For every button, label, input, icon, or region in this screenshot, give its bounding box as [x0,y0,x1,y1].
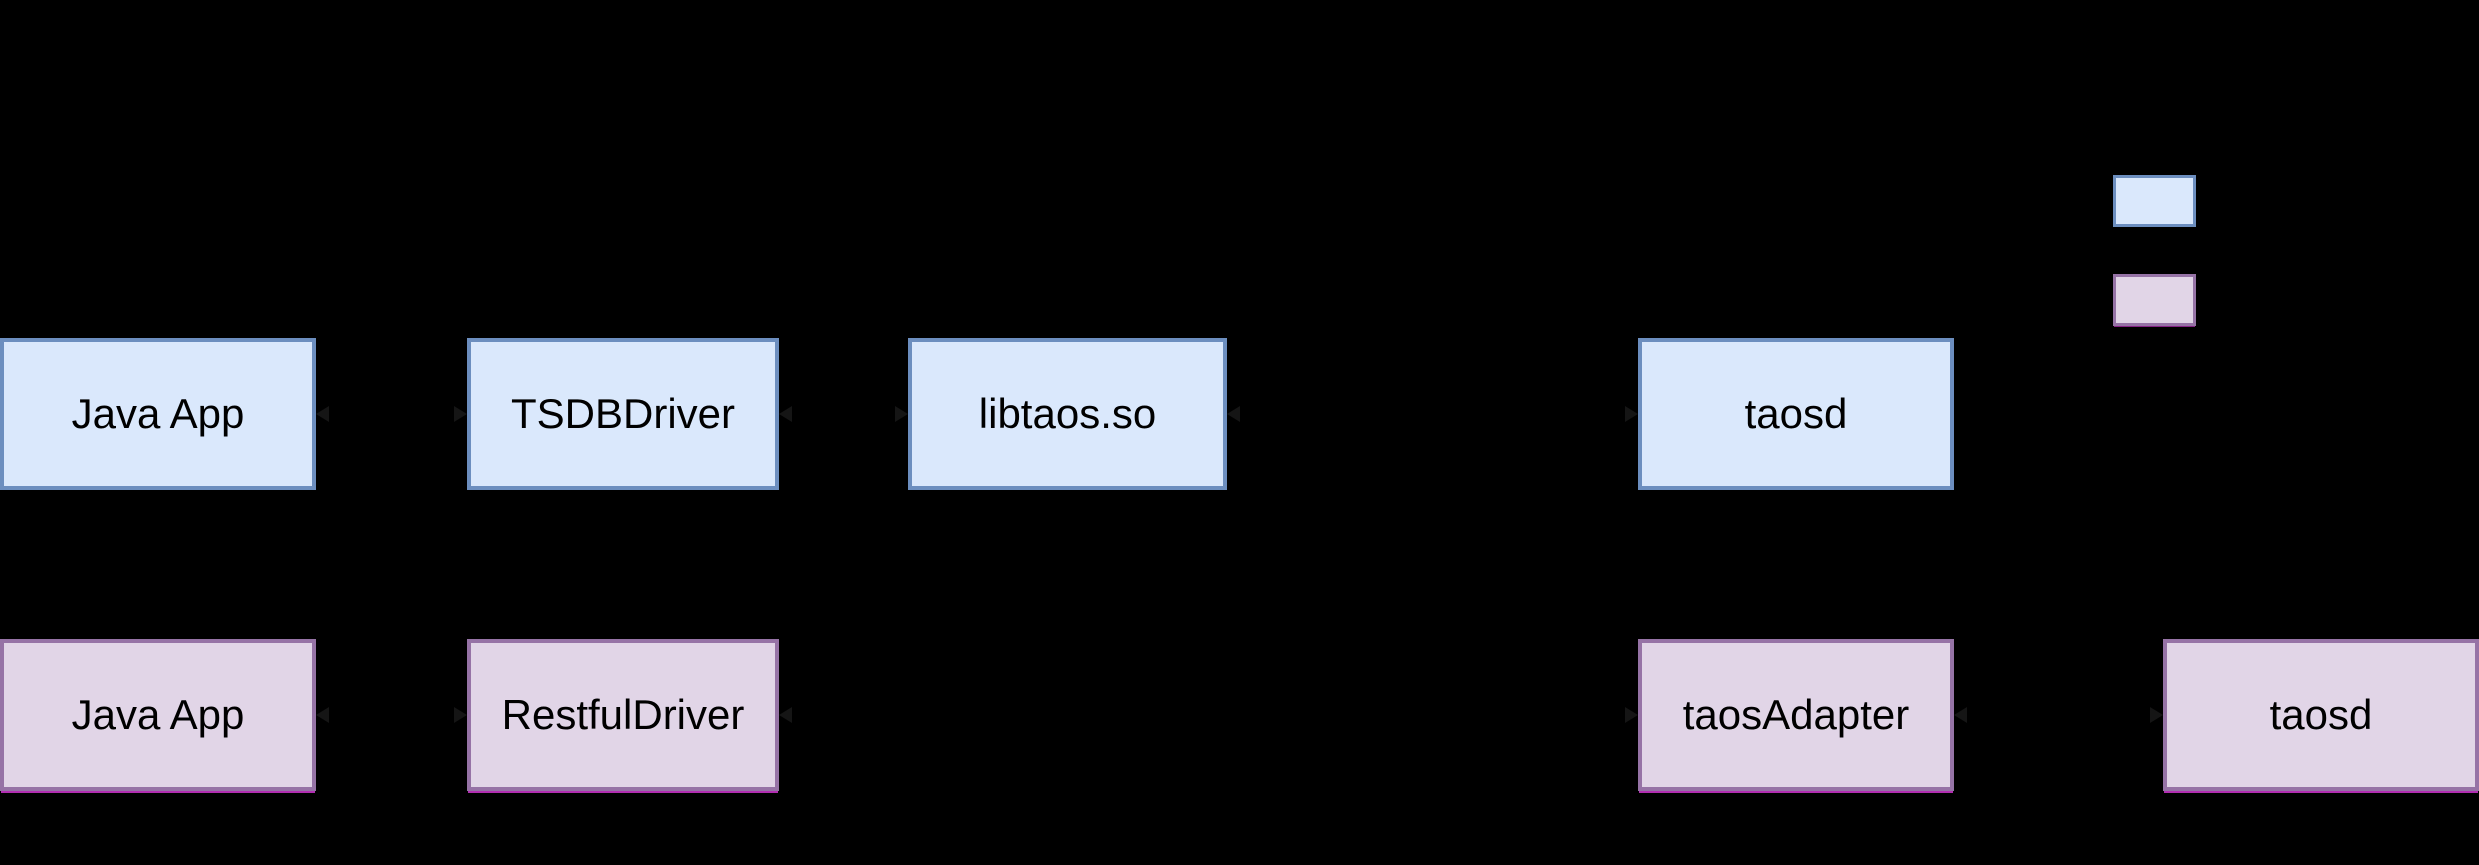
node-label-libtaos-so: libtaos.so [978,389,1157,437]
arrow-head-left-icon [779,707,792,723]
node-label-taosd-jni: taosd [1744,389,1848,437]
arrow-head-right-icon [895,406,908,422]
node-java-app-rest: Java App [0,639,316,791]
connector-libtaos-so-to-taosd-jni [1227,406,1638,422]
legend-swatch-purple [2113,274,2196,326]
node-label-java-app-rest: Java App [71,690,245,738]
arrow-head-right-icon [1625,707,1638,723]
node-label-taosd-rest: taosd [2269,690,2373,738]
node-tsdbdriver: TSDBDriver [467,338,779,490]
arrow-head-right-icon [454,707,467,723]
arrow-head-right-icon [1625,406,1638,422]
arrow-head-left-icon [316,707,329,723]
legend-swatch-blue [2113,175,2196,227]
node-java-app-jni: Java App [0,338,316,490]
node-taosd-jni: taosd [1638,338,1954,490]
arrow-head-left-icon [1954,707,1967,723]
connector-restfuldriver-to-taosadapter [779,707,1638,723]
node-taosadapter: taosAdapter [1638,639,1954,791]
arrow-head-left-icon [316,406,329,422]
connector-tsdbdriver-to-libtaos-so [779,406,908,422]
arrow-head-right-icon [2150,707,2163,723]
node-label-taosadapter: taosAdapter [1682,690,1910,738]
node-label-tsdbdriver: TSDBDriver [510,389,735,437]
node-label-restfuldriver: RestfulDriver [501,690,745,738]
node-label-java-app-jni: Java App [71,389,245,437]
node-taosd-rest: taosd [2163,639,2479,791]
node-restfuldriver: RestfulDriver [467,639,779,791]
arrow-head-left-icon [779,406,792,422]
connector-taosadapter-to-taosd-rest [1954,707,2163,723]
node-libtaos-so: libtaos.so [908,338,1227,490]
arrow-head-right-icon [454,406,467,422]
arrow-head-left-icon [1227,406,1240,422]
connector-java-app-jni-to-tsdbdriver [316,406,467,422]
connector-java-app-rest-to-restfuldriver [316,707,467,723]
